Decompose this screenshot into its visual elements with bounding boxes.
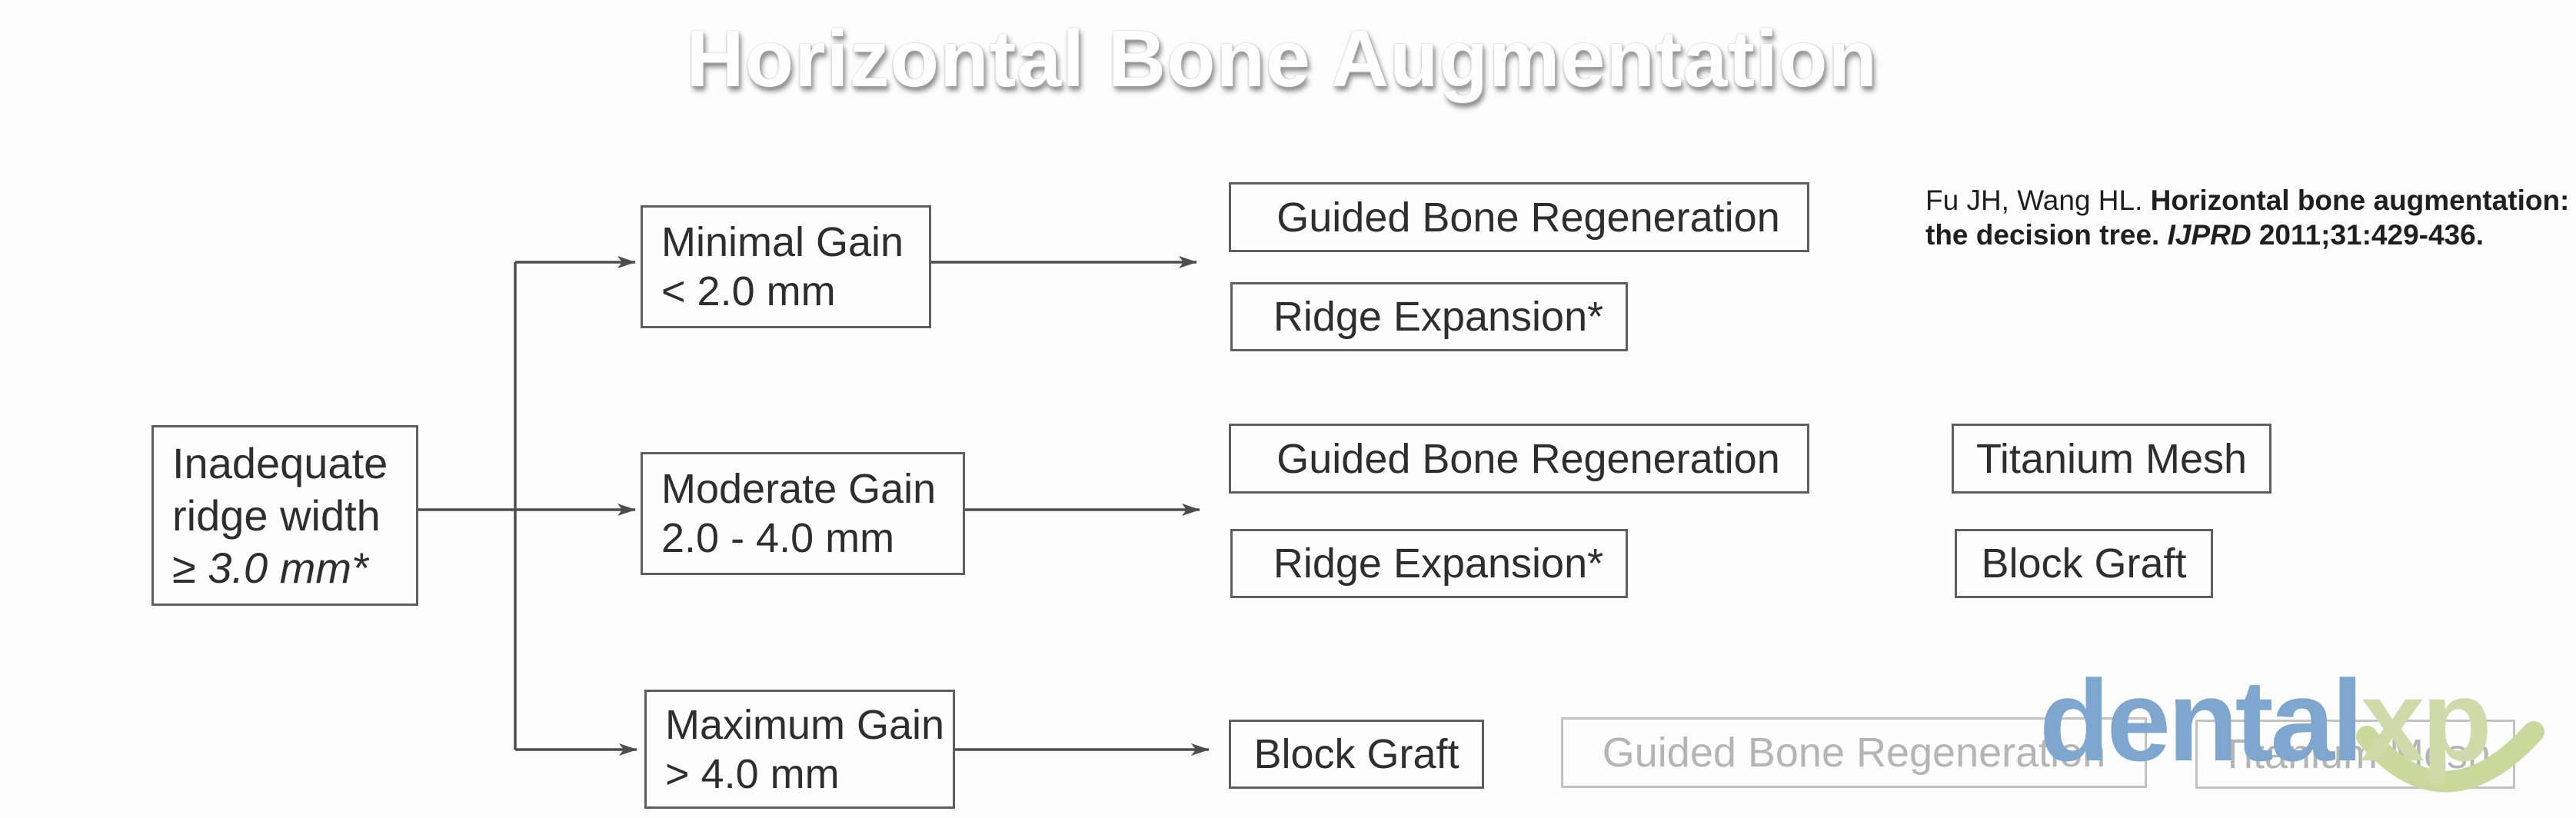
citation: Fu JH, Wang HL. Horizontal bone augmenta… bbox=[1925, 183, 2576, 252]
node-ridge-expansion-row2: Ridge Expansion* bbox=[1230, 529, 1628, 598]
node-block-graft-row2: Block Graft bbox=[1955, 529, 2213, 598]
node-line: Minimal Gain bbox=[661, 219, 904, 265]
node-inadequate-ridge-width: Inadequate ridge width ≥ 3.0 mm* bbox=[151, 425, 418, 606]
citation-title-line2: the decision tree. bbox=[1925, 219, 2160, 251]
node-line: Inadequate bbox=[172, 438, 388, 487]
citation-reference: 2011;31:429-436. bbox=[2258, 219, 2484, 251]
node-ridge-expansion-row1: Ridge Expansion* bbox=[1230, 282, 1628, 351]
node-titanium-mesh-row3-muted: Titanium Mesh bbox=[2195, 720, 2515, 789]
node-line: < 2.0 mm bbox=[661, 268, 836, 314]
dentalxp-watermark: dentalxp bbox=[2039, 663, 2492, 778]
node-line: Maximum Gain bbox=[665, 701, 945, 748]
node-line: Moderate Gain bbox=[661, 466, 937, 512]
node-minimal-gain: Minimal Gain < 2.0 mm bbox=[641, 205, 931, 328]
citation-title-line1: Horizontal bone augmentation: bbox=[2150, 185, 2570, 216]
page-title: Horizontal Bone Augmentation bbox=[686, 15, 1878, 104]
node-line: ridge width bbox=[172, 490, 381, 540]
watermark-dental: dental bbox=[2039, 656, 2364, 785]
citation-authors: Fu JH, Wang HL. bbox=[1925, 185, 2143, 216]
node-line: ≥ 3.0 mm* bbox=[172, 543, 368, 592]
citation-journal: IJPRD bbox=[2167, 219, 2252, 251]
node-line: > 4.0 mm bbox=[665, 750, 840, 797]
node-moderate-gain: Moderate Gain 2.0 - 4.0 mm bbox=[641, 452, 965, 575]
node-titanium-mesh-row2: Titanium Mesh bbox=[1952, 424, 2271, 494]
node-block-graft-row3: Block Graft bbox=[1229, 720, 1484, 789]
node-guided-bone-regeneration-row2: Guided Bone Regeneration bbox=[1229, 424, 1809, 494]
node-guided-bone-regeneration-row1: Guided Bone Regeneration bbox=[1229, 182, 1809, 252]
node-guided-bone-regeneration-row3-muted: Guided Bone Regeneration bbox=[1561, 717, 2147, 788]
node-maximum-gain: Maximum Gain > 4.0 mm bbox=[644, 690, 955, 809]
node-line: 2.0 - 4.0 mm bbox=[661, 515, 895, 561]
watermark-xp: xp bbox=[2360, 656, 2492, 785]
